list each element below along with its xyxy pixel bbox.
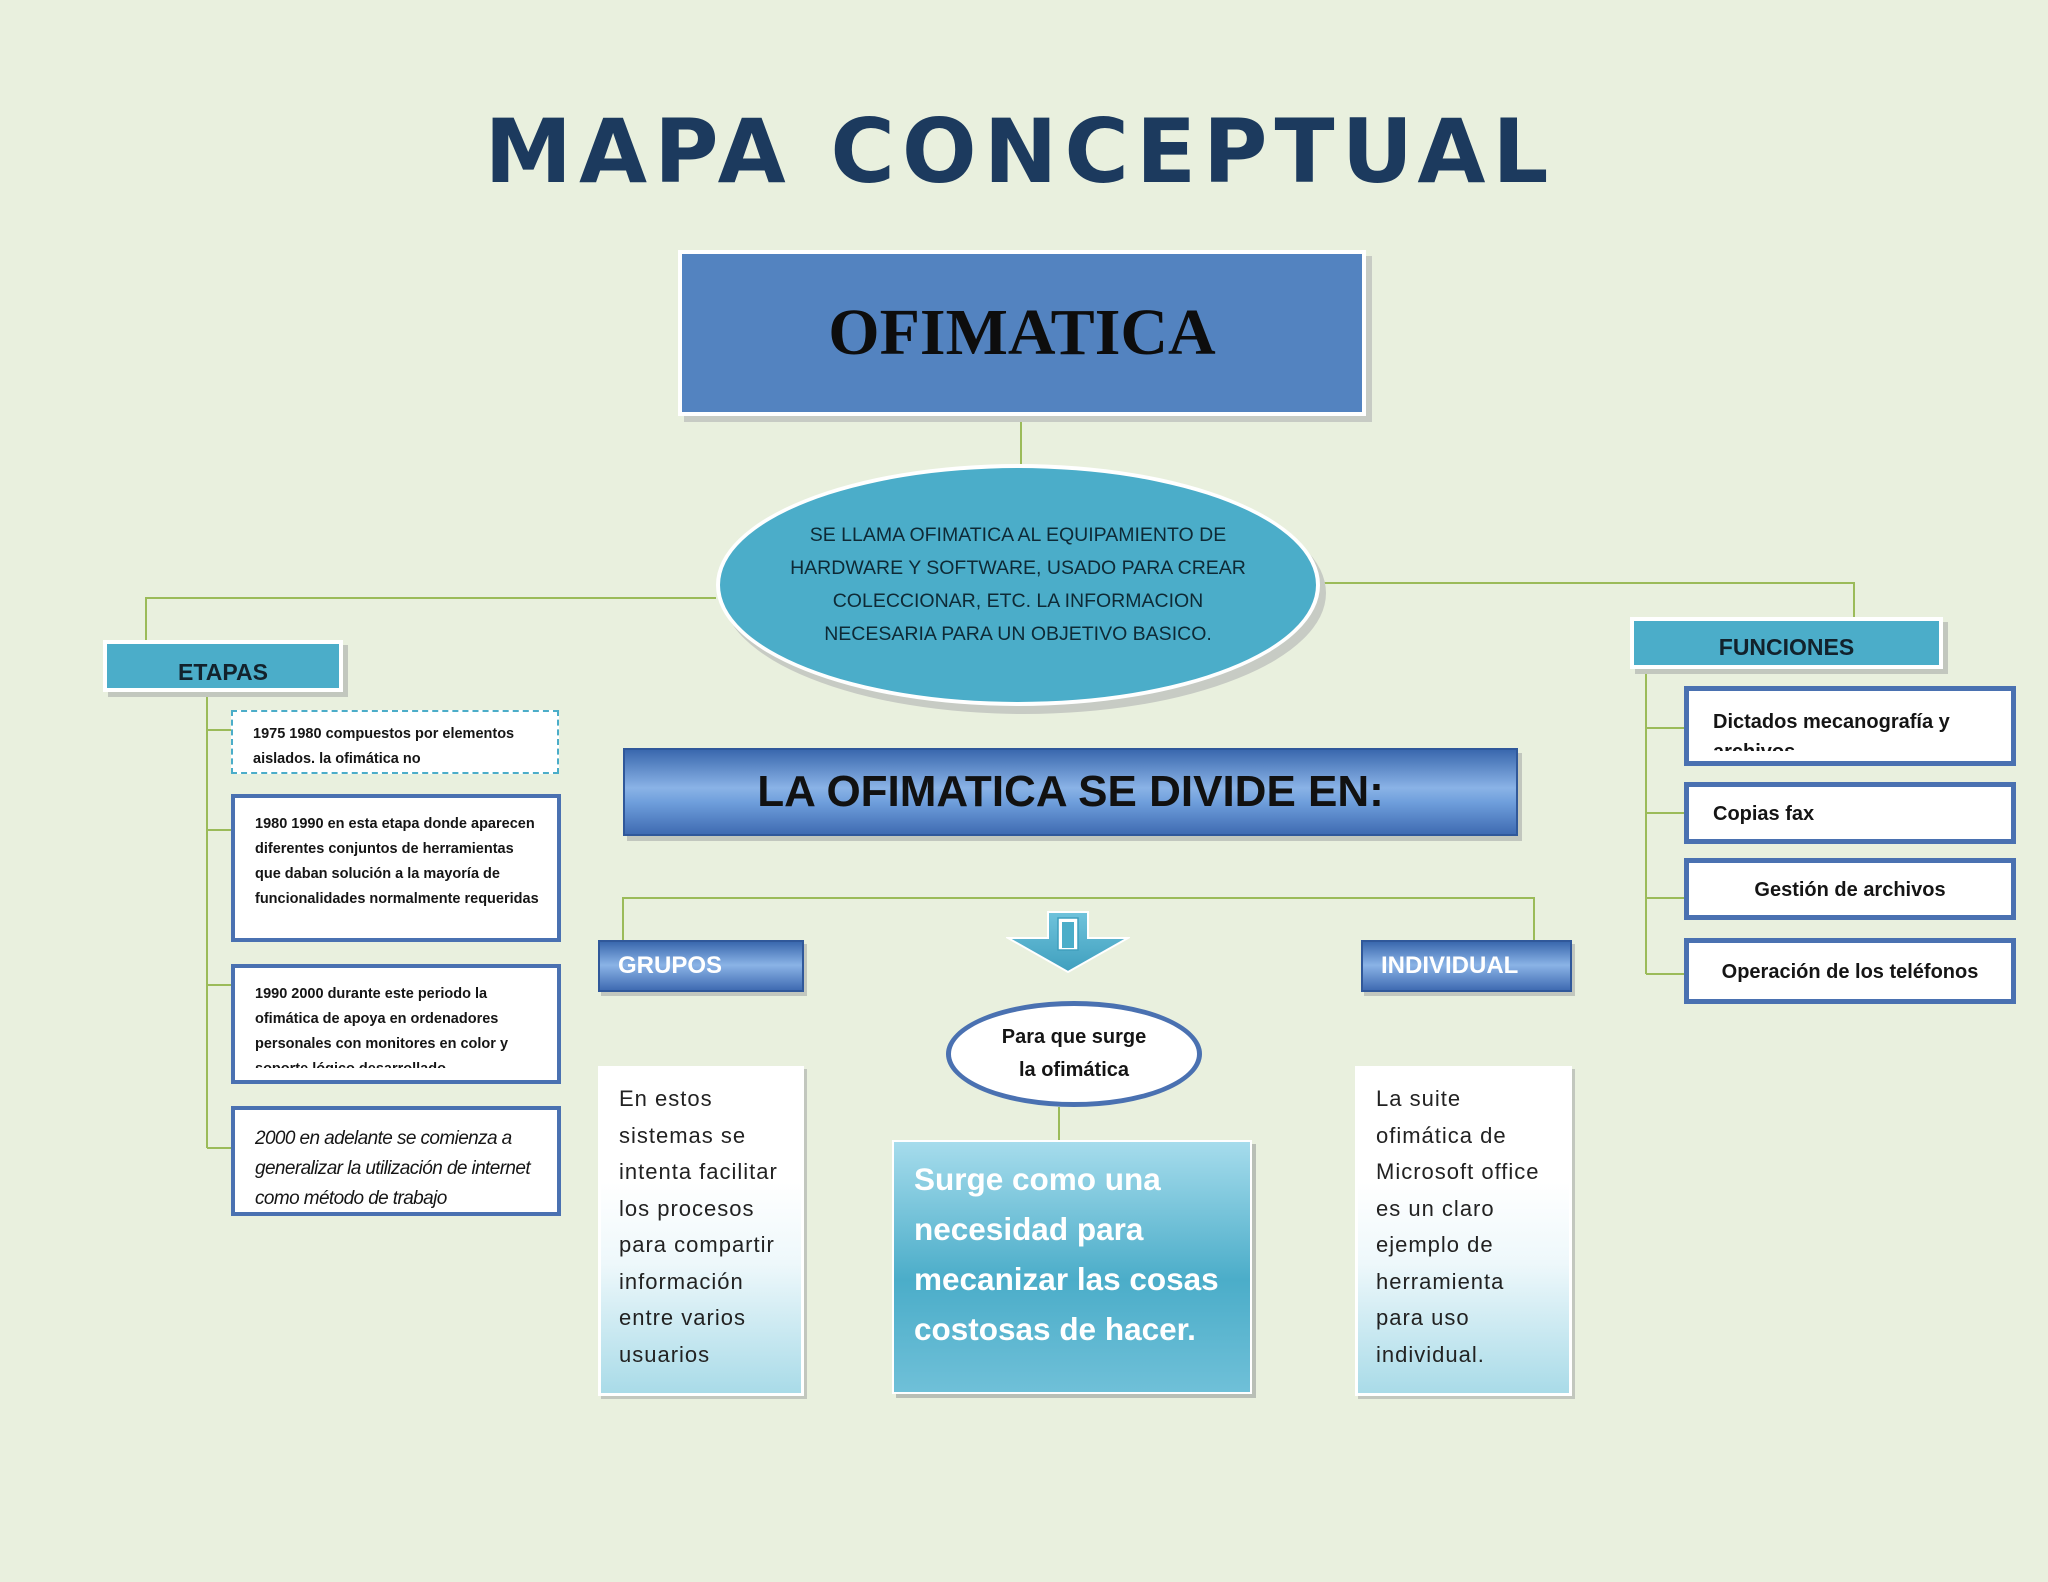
funcion-card: Copias fax — [1684, 782, 2016, 844]
funcion-text: Dictados mecanografía y archivos — [1713, 711, 1950, 751]
definition-ellipse: SE LLAMA OFIMATICA AL EQUIPAMIENTO DE HA… — [716, 464, 1320, 706]
etapa-card-1980: 1980 1990 en esta etapa donde aparecen d… — [231, 794, 561, 942]
page-title: MAPA CONCEPTUAL — [484, 100, 1556, 203]
individual-description: La suite ofimática de Microsoft office e… — [1355, 1066, 1572, 1396]
funcion-text: Gestión de archivos — [1754, 879, 1946, 901]
grupos-description: En estos sistemas se intenta facilitar l… — [598, 1066, 804, 1396]
etapa-text: 2000 en adelante se comienza a generaliz… — [255, 1128, 531, 1209]
arrow-down-icon — [1006, 911, 1130, 974]
etapa-card-1975: 1975 1980 compuestos por elementos aisla… — [231, 710, 559, 774]
etapa-card-1990: 1990 2000 durante este periodo la ofimát… — [231, 964, 561, 1084]
individual-header: INDIVIDUAL — [1361, 940, 1572, 992]
main-topic-box: OFIMATICA — [678, 250, 1366, 416]
funcion-card: Dictados mecanografía y archivos — [1684, 686, 2016, 766]
division-banner: LA OFIMATICA SE DIVIDE EN: — [623, 748, 1518, 836]
etapa-text: 1980 1990 en esta etapa donde aparecen d… — [255, 816, 539, 907]
grupos-header: GRUPOS — [598, 940, 804, 992]
funciones-header: FUNCIONES — [1630, 617, 1943, 669]
etapas-header: ETAPAS — [103, 640, 343, 692]
etapa-text: 1975 1980 compuestos por elementos aisla… — [253, 726, 515, 767]
funcion-card: Gestión de archivos — [1684, 858, 2016, 920]
etapa-text: 1990 2000 durante este periodo la ofimát… — [255, 986, 509, 1068]
funcion-text: Operación de los teléfonos — [1721, 961, 1979, 983]
question-text: Para que surge la ofimática — [1001, 1026, 1147, 1081]
etapa-card-2000: 2000 en adelante se comienza a generaliz… — [231, 1106, 561, 1216]
definition-text: SE LLAMA OFIMATICA AL EQUIPAMIENTO DE HA… — [790, 524, 1246, 645]
answer-box: Surge como una necesidad para mecanizar … — [892, 1140, 1252, 1394]
funcion-text: Copias fax — [1713, 803, 1815, 825]
funcion-card: Operación de los teléfonos — [1684, 938, 2016, 1004]
question-ellipse: Para que surge la ofimática — [946, 1001, 1202, 1107]
